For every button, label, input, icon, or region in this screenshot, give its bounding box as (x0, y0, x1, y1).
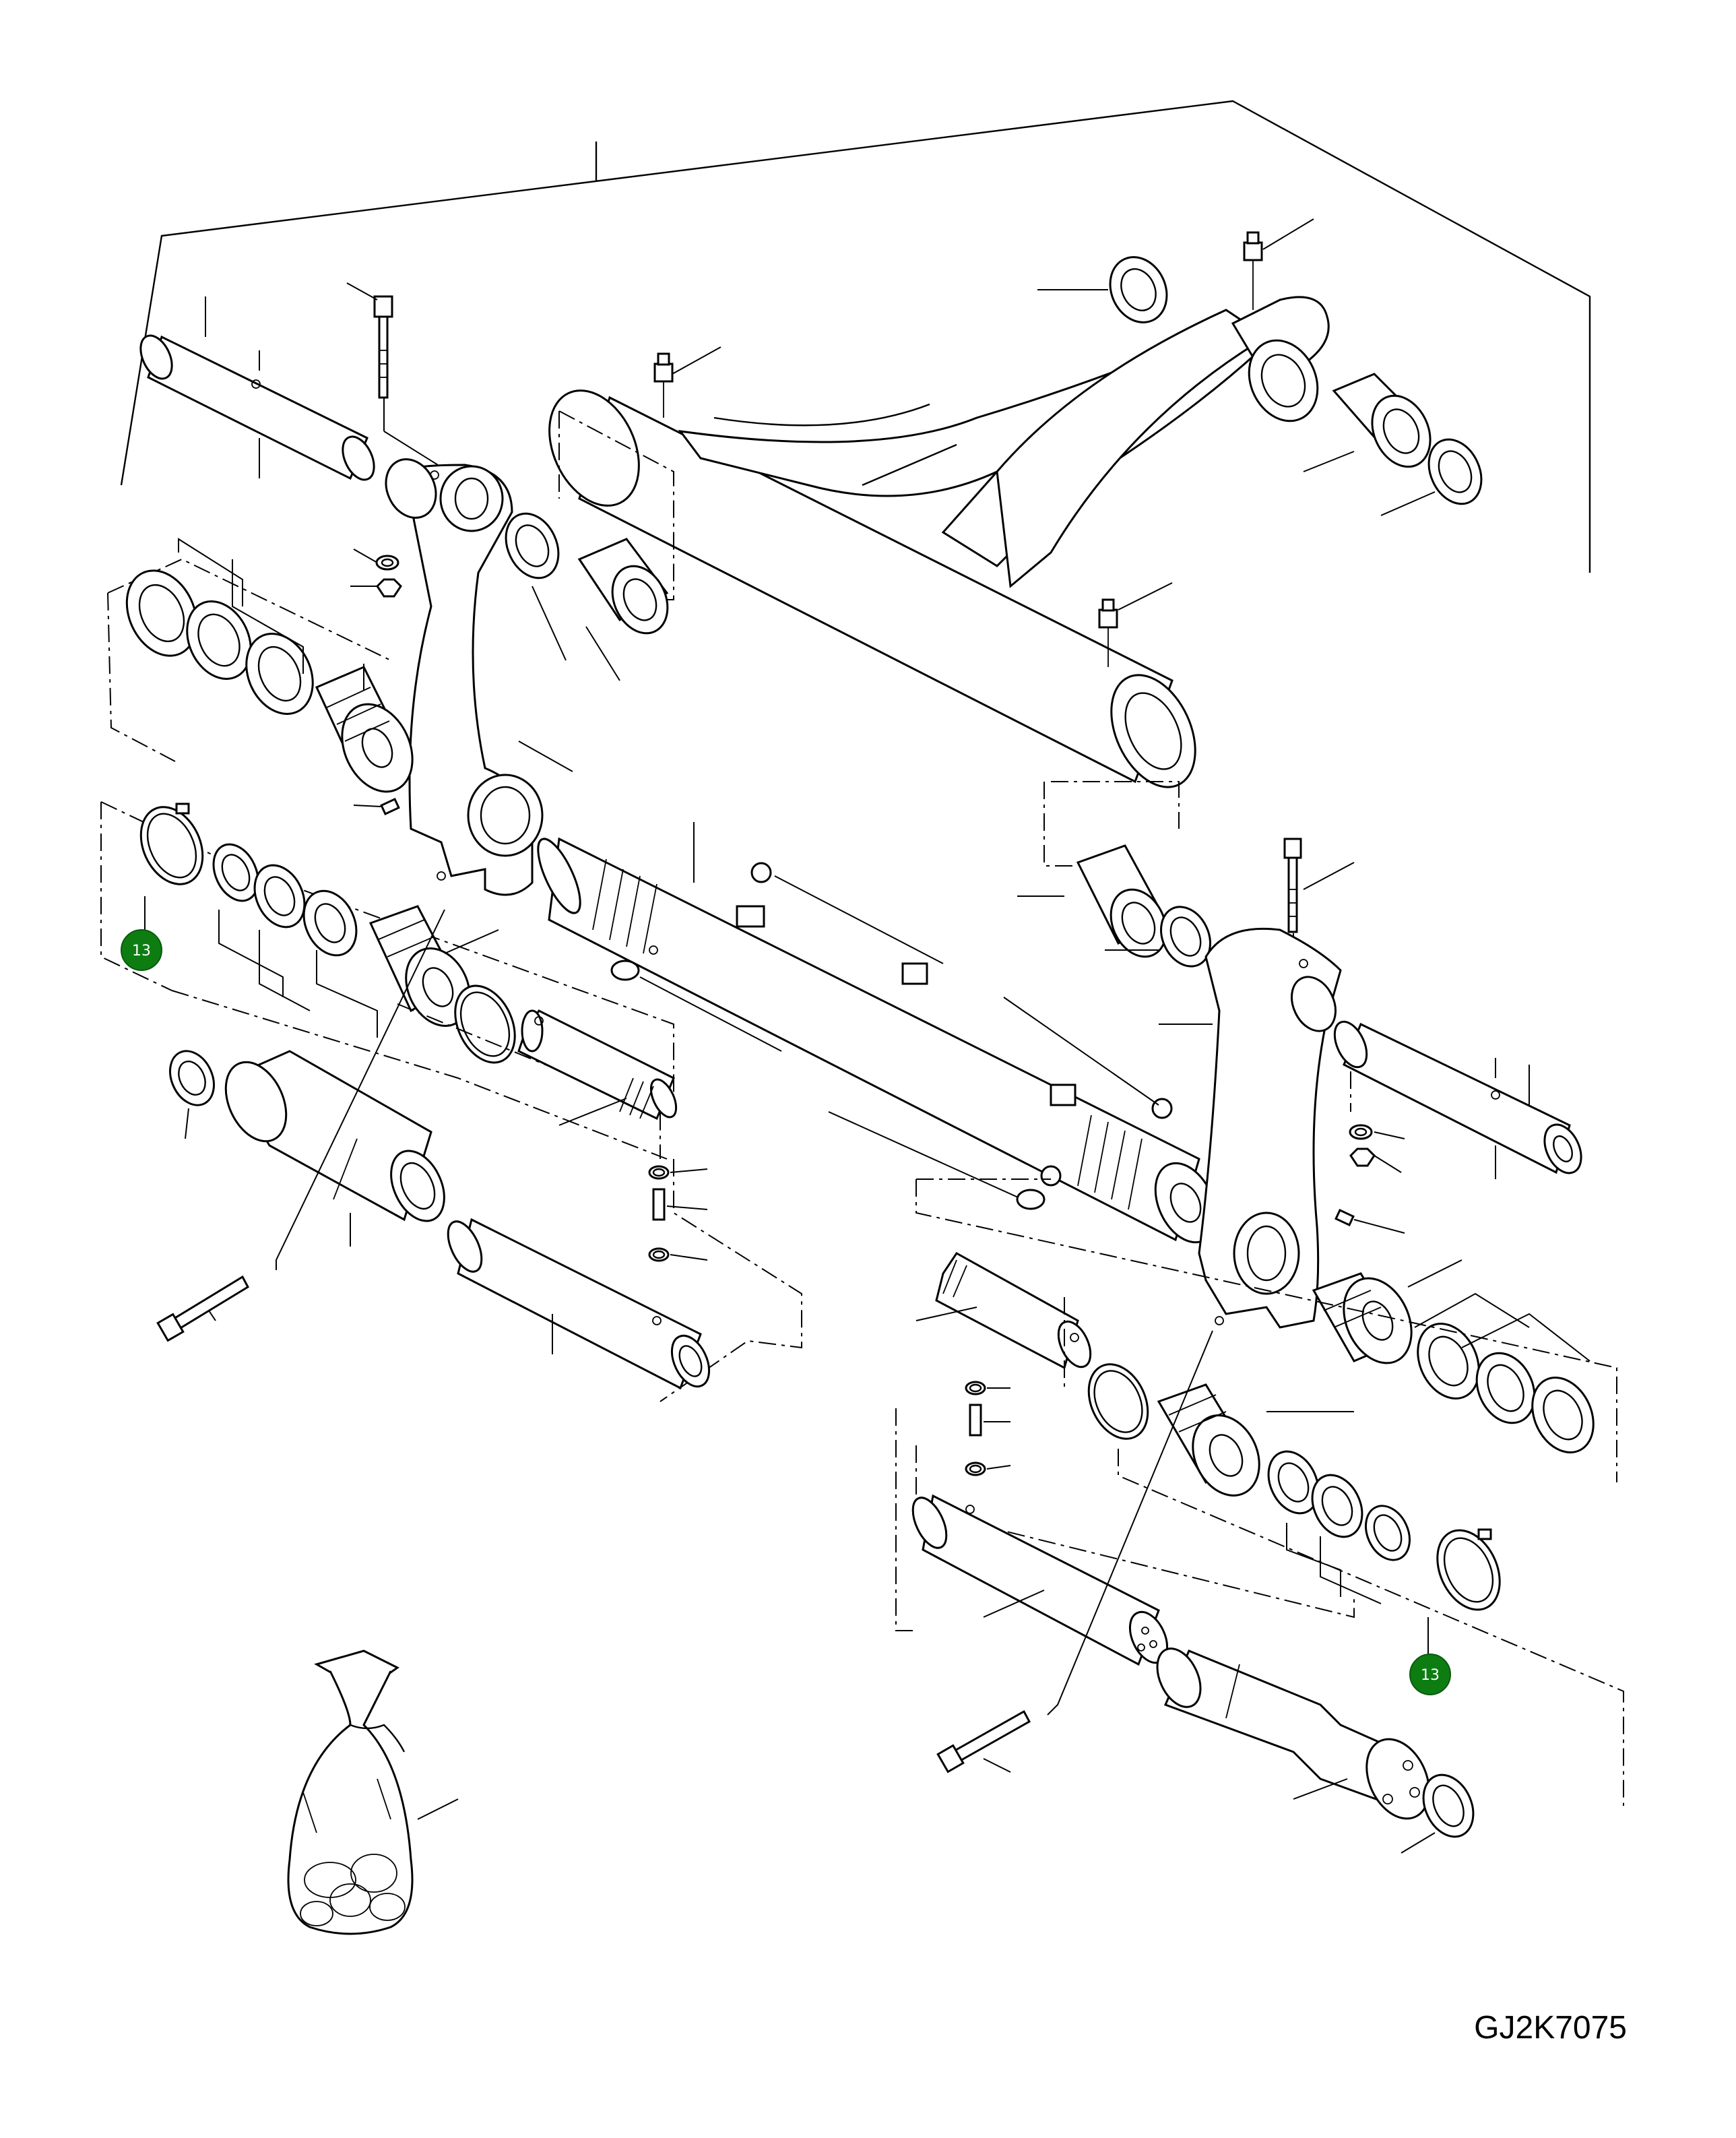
right-ring-stack (895, 1363, 1624, 1806)
grease-fitting-icon (1243, 218, 1314, 310)
right-nut-washer (1335, 1071, 1405, 1234)
callout-label: 13 (132, 943, 151, 960)
left-seal-stack (125, 538, 573, 793)
right-upper-bracket (1017, 781, 1211, 968)
bolt-icon (936, 1330, 1213, 1773)
callout-badge-right[interactable]: 13 (1409, 1617, 1451, 1695)
grease-fitting-icon (653, 346, 721, 418)
left-lower-shafts (169, 1050, 802, 1402)
right-small-parts (965, 1381, 1011, 1476)
left-top-bushings (505, 512, 669, 681)
right-threaded-shaft (915, 1252, 1092, 1388)
grease-fitting-icon (1098, 582, 1173, 667)
right-arm (1159, 927, 1342, 1329)
bolt-icon (156, 909, 445, 1342)
left-nut-washer (350, 548, 402, 815)
left-arm (385, 458, 544, 896)
right-lower-shafts (911, 1494, 1475, 1854)
left-threaded-shaft (397, 1003, 678, 1159)
left-ring-stack (100, 801, 674, 1160)
left-small-parts (648, 1165, 708, 1262)
callout-badge-left[interactable]: 13 (121, 896, 162, 971)
right-pivot-pin (1333, 1020, 1582, 1179)
parts-bag-icon (287, 1649, 459, 1935)
main-crossmember (548, 218, 1330, 788)
center-long-shaft (537, 822, 1217, 1244)
figure-reference-code: GJ2K7075 (1474, 2010, 1627, 2046)
top-assembly-bracket (120, 100, 1591, 573)
left-pivot-pin (139, 296, 375, 481)
right-seal-stack (915, 1178, 1617, 1482)
top-right-bushings (1037, 256, 1483, 516)
left-upper-bracket (107, 410, 674, 762)
bolt-icon (346, 282, 439, 466)
callout-label: 13 (1421, 1667, 1440, 1684)
